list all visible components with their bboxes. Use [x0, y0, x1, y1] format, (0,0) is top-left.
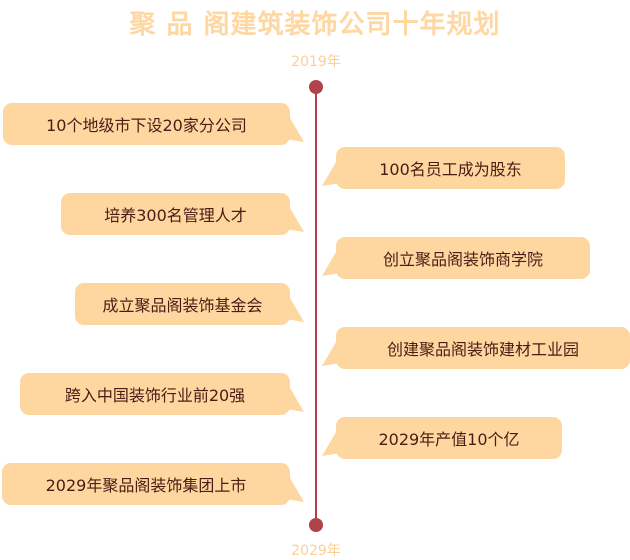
timeline-item-left: 培养300名管理人才 [61, 193, 290, 235]
timeline-item-left: 成立聚品阁装饰基金会 [75, 283, 290, 325]
timeline-item-right: 创立聚品阁装饰商学院 [336, 237, 590, 279]
timeline-item-left: 10个地级市下设20家分公司 [3, 103, 290, 145]
timeline-line [315, 88, 317, 526]
timeline-item-left: 2029年聚品阁装饰集团上市 [2, 463, 290, 505]
timeline-item-right: 2029年产值10个亿 [336, 417, 562, 459]
timeline-item-right: 100名员工成为股东 [336, 147, 565, 189]
timeline-item-right: 创建聚品阁装饰建材工业园 [336, 327, 630, 369]
page-title: 聚 品 阁建筑装饰公司十年规划 [129, 10, 501, 40]
timeline-item-left: 跨入中国装饰行业前20强 [20, 373, 290, 415]
start-year-label: 2019年 [291, 54, 341, 70]
end-year-label: 2029年 [291, 543, 341, 559]
timeline-start-dot [309, 80, 323, 94]
timeline-end-dot [309, 518, 323, 532]
